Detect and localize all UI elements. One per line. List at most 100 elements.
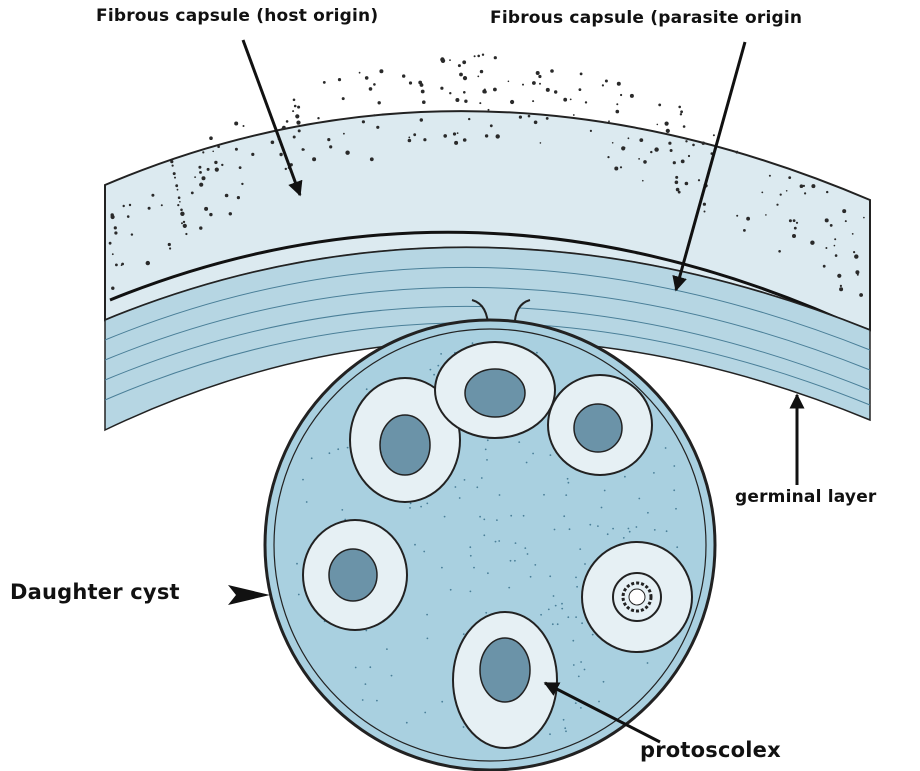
stipple-dot <box>605 80 608 83</box>
stipple-dot <box>550 69 554 73</box>
fluid-dot <box>604 490 606 492</box>
stipple-dot <box>736 215 738 217</box>
stipple-dot <box>114 226 117 229</box>
stipple-dot <box>554 90 557 93</box>
stipple-dot <box>488 109 490 111</box>
stipple-dot <box>177 204 179 206</box>
stipple-dot <box>109 242 112 245</box>
stipple-dot <box>239 166 242 169</box>
stipple-dot <box>859 293 863 297</box>
stipple-dot <box>131 233 133 235</box>
fluid-dot <box>347 447 349 449</box>
protoscolex <box>329 549 377 601</box>
stipple-dot <box>643 160 647 164</box>
stipple-dot <box>204 207 208 211</box>
fluid-dot <box>455 486 457 488</box>
fluid-dot <box>673 465 675 467</box>
stipple-dot <box>173 172 176 175</box>
stipple-dot <box>786 190 788 192</box>
stipple-dot <box>528 115 531 118</box>
stipple-dot <box>202 176 206 180</box>
stipple-dot <box>180 209 183 212</box>
protoscolex <box>574 404 622 452</box>
fluid-dot <box>433 374 435 376</box>
fluid-dot <box>666 530 668 532</box>
stipple-dot <box>207 168 210 171</box>
fluid-dot <box>532 453 534 455</box>
stipple-dot <box>796 222 798 224</box>
stipple-dot <box>681 160 685 164</box>
stipple-dot <box>863 217 865 219</box>
stipple-dot <box>857 274 859 276</box>
stipple-dot <box>379 69 383 73</box>
stipple-dot <box>834 245 836 247</box>
fluid-dot <box>463 633 465 635</box>
stipple-dot <box>837 274 841 278</box>
fluid-dot <box>496 519 498 521</box>
stipple-dot <box>241 183 243 185</box>
stipple-dot <box>317 117 319 119</box>
stipple-dot <box>169 247 171 249</box>
stipple-dot <box>342 97 345 100</box>
stipple-dot <box>698 179 700 181</box>
stipple-dot <box>493 88 497 92</box>
stipple-dot <box>243 125 245 127</box>
stipple-dot <box>373 114 375 116</box>
fluid-dot <box>426 503 428 505</box>
stipple-dot <box>536 71 540 75</box>
fluid-dot <box>565 494 567 496</box>
fluid-dot <box>523 515 525 517</box>
stipple-dot <box>146 261 150 265</box>
stipple-dot <box>376 126 379 129</box>
fluid-dot <box>557 623 559 625</box>
stipple-dot <box>474 55 476 57</box>
fluid-dot <box>485 612 487 614</box>
stipple-dot <box>650 151 652 153</box>
stipple-dot <box>463 138 467 142</box>
fluid-dot <box>441 701 443 703</box>
stipple-dot <box>620 94 622 96</box>
stipple-dot <box>178 196 181 199</box>
stipple-dot <box>453 132 456 135</box>
fluid-dot <box>561 603 563 605</box>
fluid-dot <box>553 595 555 597</box>
stipple-dot <box>170 160 173 163</box>
stipple-dot <box>538 75 541 78</box>
stipple-dot <box>114 231 117 234</box>
stipple-dot <box>810 241 814 245</box>
fluid-dot <box>623 537 625 539</box>
fluid-dot <box>568 482 570 484</box>
stipple-dot <box>703 203 706 206</box>
stipple-dot <box>540 142 542 144</box>
fluid-dot <box>524 547 526 549</box>
stipple-dot <box>602 84 604 86</box>
stipple-dot <box>665 122 669 126</box>
fluid-dot <box>437 365 439 367</box>
stipple-dot <box>616 103 618 105</box>
stipple-dot <box>668 142 671 145</box>
stipple-dot <box>235 148 238 151</box>
fluid-dot <box>427 638 429 640</box>
stipple-dot <box>303 149 305 151</box>
fluid-dot <box>607 533 609 535</box>
stipple-dot <box>454 141 458 145</box>
stipple-dot <box>477 55 480 58</box>
stipple-dot <box>826 191 828 193</box>
stipple-dot <box>761 192 763 194</box>
stipple-dot <box>508 81 510 83</box>
stipple-dot <box>704 211 706 213</box>
fluid-dot <box>302 479 304 481</box>
stipple-dot <box>490 124 493 127</box>
fluid-dot <box>628 528 630 530</box>
stipple-dot <box>413 133 416 136</box>
fluid-dot <box>572 640 574 642</box>
stipple-dot <box>327 138 330 141</box>
stipple-dot <box>209 213 212 216</box>
fluid-dot <box>578 676 580 678</box>
fluid-dot <box>420 506 422 508</box>
stipple-dot <box>191 192 194 195</box>
stipple-dot <box>630 94 634 98</box>
fluid-dot <box>597 525 599 527</box>
stipple-dot <box>455 98 459 102</box>
fluid-dot <box>534 564 536 566</box>
